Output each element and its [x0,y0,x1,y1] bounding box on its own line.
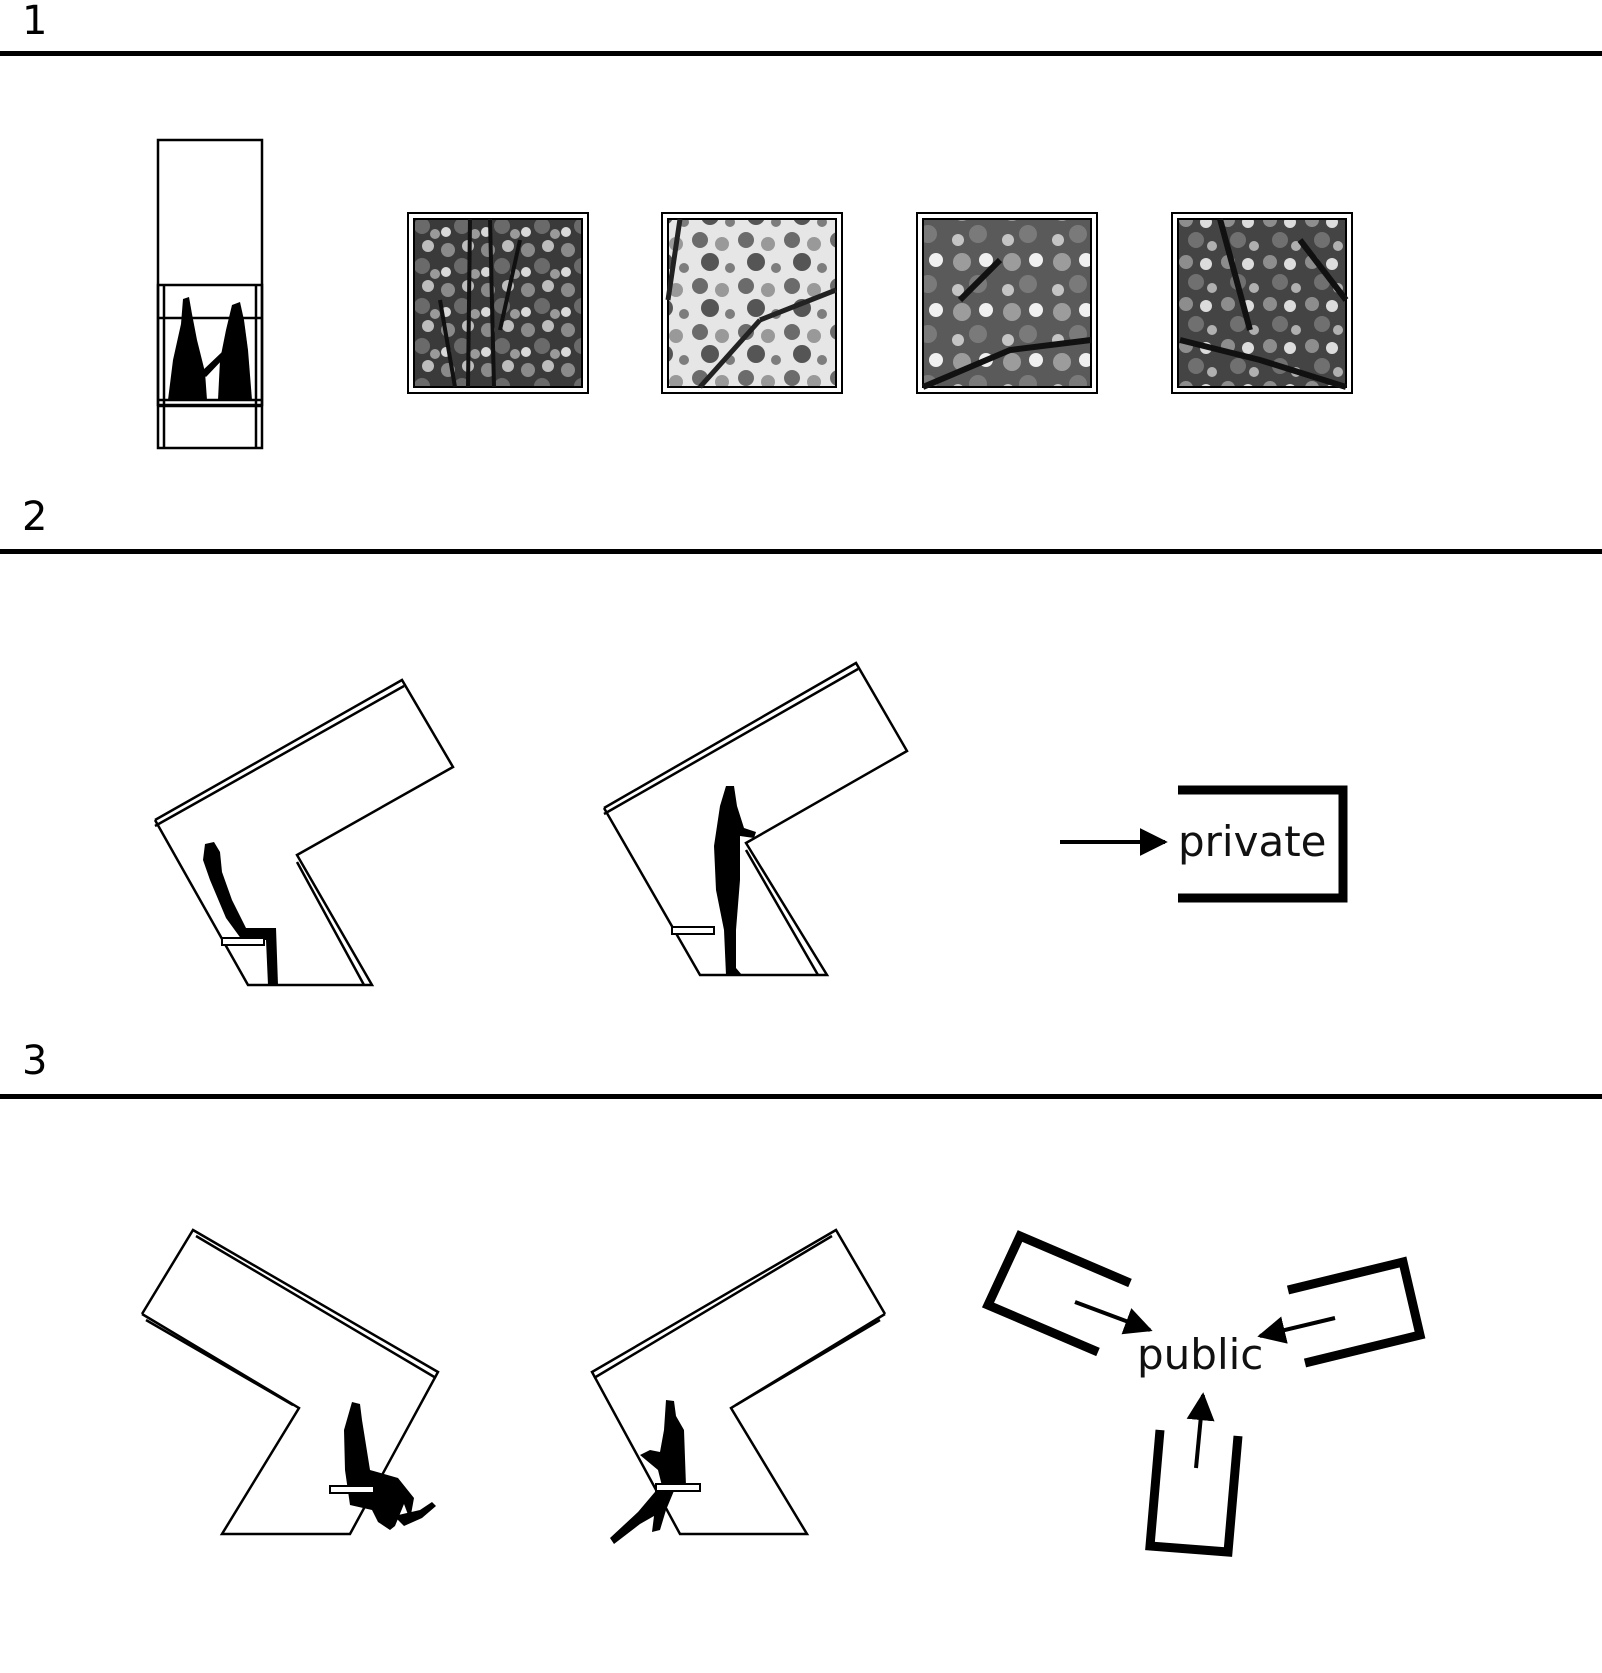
foliage-photo-1 [407,212,589,394]
booth-section-standing [602,661,909,977]
section-number-3: 3 [22,1038,47,1084]
arrow-icon [1186,1392,1215,1469]
section-number-2: 2 [22,494,47,540]
booth-section-seated [153,678,455,987]
section-divider-3 [0,1094,1602,1099]
foliage-photo-3 [916,212,1098,394]
bench [329,1485,375,1494]
seated-person-silhouette [344,1402,436,1530]
bench [221,937,265,946]
bench [655,1483,701,1492]
section-divider-1 [0,51,1602,56]
arrow-icon [1257,1316,1336,1344]
booth-section-right [590,1228,887,1536]
public-label: public [1137,1330,1263,1379]
private-label: private [1178,817,1327,866]
private-diagram: private [1060,785,1348,903]
seated-person-silhouette [610,1400,686,1544]
arrow-icon [1074,1300,1153,1335]
seated-person-silhouette [203,842,278,985]
booth-section-left [140,1228,440,1536]
two-people-silhouette [168,297,252,400]
foliage-photo-2 [661,212,843,394]
section-divider-2 [0,549,1602,554]
section-number-1: 1 [22,0,47,44]
foliage-photo-4 [1171,212,1353,394]
standing-person-silhouette [714,786,756,975]
public-diagram: public [981,1230,1426,1557]
booth-elevation [156,138,264,450]
bench [671,926,715,935]
